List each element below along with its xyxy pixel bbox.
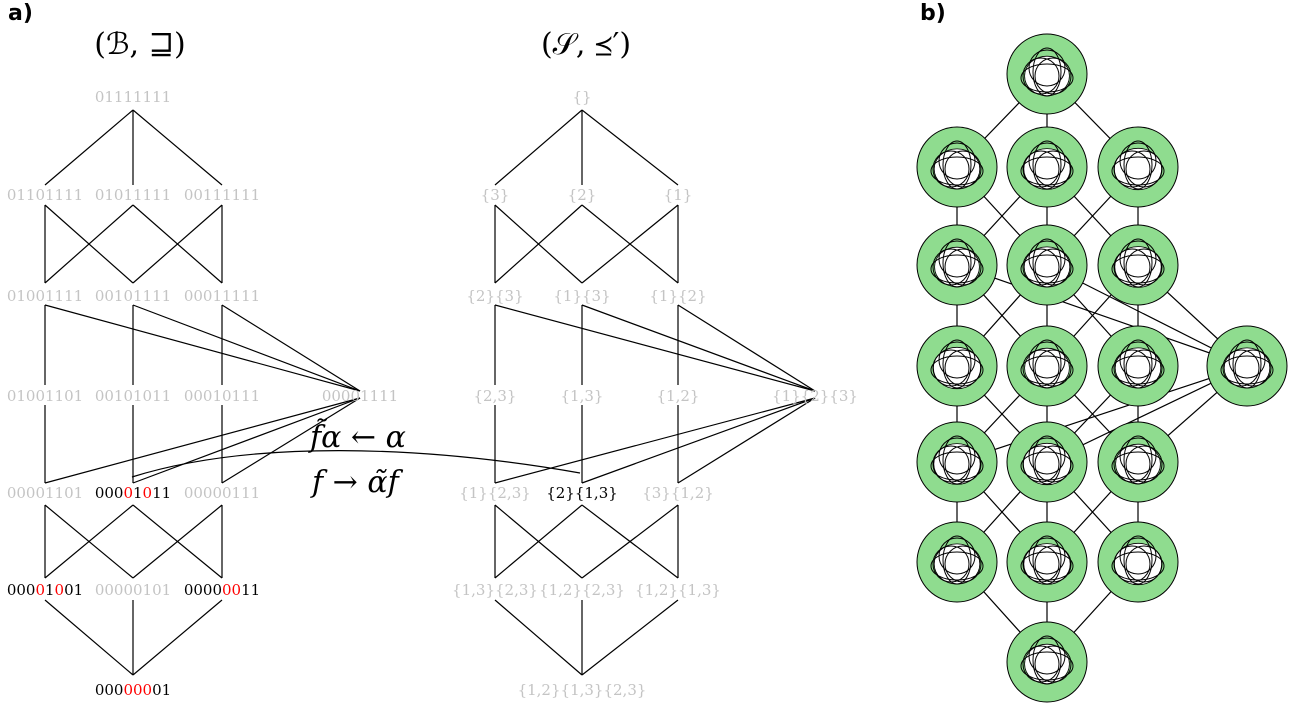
lattice-s-node: {1}{2}{3} bbox=[772, 387, 858, 405]
lattice-edge bbox=[581, 599, 679, 676]
lattice-edge bbox=[494, 304, 816, 392]
lattice-b-node: 01111111 bbox=[95, 88, 171, 106]
lattice-edge bbox=[581, 397, 816, 484]
lattice-edge bbox=[132, 397, 361, 484]
lattice-node-venn bbox=[1097, 421, 1179, 503]
lattice-edge bbox=[494, 397, 816, 484]
lattice-node-venn bbox=[1097, 224, 1179, 306]
lattice-s-node: {3} bbox=[481, 186, 510, 204]
lattice-b-node: 00001011 bbox=[95, 484, 171, 502]
panel-b-edge bbox=[956, 264, 1248, 367]
lattice-s-node: {2}{1,3} bbox=[546, 484, 618, 502]
mapping-forward-label: f̃α ← α bbox=[308, 418, 406, 455]
lattice-node-venn bbox=[1006, 521, 1088, 603]
lattice-edge bbox=[44, 599, 134, 676]
lattice-edge bbox=[494, 599, 583, 676]
lattice-edge bbox=[494, 204, 583, 284]
lattice-edge bbox=[581, 304, 816, 392]
lattice-s-node: {3}{1,2} bbox=[642, 484, 714, 502]
panel-b-edge bbox=[956, 365, 1248, 463]
lattice-node-venn bbox=[1006, 224, 1088, 306]
lattice-edge bbox=[132, 304, 361, 392]
lattice-b-title: (ℬ, ⊒) bbox=[94, 27, 185, 62]
lattice-edge bbox=[132, 109, 223, 186]
lattice-edge bbox=[44, 504, 134, 579]
panel-b-label: b) bbox=[920, 1, 946, 26]
lattice-node-venn bbox=[916, 421, 998, 503]
lattice-edge bbox=[44, 204, 134, 284]
mapping-curve bbox=[131, 450, 581, 478]
lattice-edge bbox=[132, 204, 223, 284]
lattice-node-venn bbox=[1006, 33, 1088, 115]
lattice-node-venn bbox=[1097, 126, 1179, 208]
lattice-b-node: 00001001 bbox=[7, 581, 83, 599]
lattice-edge bbox=[44, 397, 361, 484]
lattice-edge bbox=[581, 204, 679, 284]
lattice-b-nodes: 01111111 01101111 01011111 00111111 01001111… bbox=[7, 88, 398, 699]
lattice-b-node: 00001111 bbox=[322, 387, 398, 405]
lattice-node-venn bbox=[916, 224, 998, 306]
lattice-s-node: {2} bbox=[568, 186, 597, 204]
panel-a-label: a) bbox=[8, 1, 33, 26]
lattice-s-node: {1,2}{1,3} bbox=[635, 581, 721, 599]
lattice-edge bbox=[221, 304, 361, 392]
lattice-edge bbox=[132, 599, 223, 676]
lattice-s-node: {1} bbox=[664, 186, 693, 204]
lattice-s-title: (𝒮, ⪯′) bbox=[541, 27, 631, 62]
lattice-s-node: {2}{3} bbox=[466, 287, 523, 305]
lattice-node-venn bbox=[1097, 325, 1179, 407]
lattice-b-node: 00011111 bbox=[184, 287, 260, 305]
mapping-backward-label: f → α̃f bbox=[310, 465, 404, 500]
panel-b-nodes bbox=[916, 33, 1288, 703]
lattice-node-venn bbox=[1097, 521, 1179, 603]
lattice-edge bbox=[677, 397, 816, 484]
lattice-b-node: 00000101 bbox=[95, 581, 171, 599]
lattice-edge bbox=[44, 304, 361, 392]
lattice-node-venn bbox=[1006, 621, 1088, 703]
lattice-s-node: {1}{2,3} bbox=[459, 484, 531, 502]
lattice-b-node: 00010111 bbox=[184, 387, 260, 405]
lattice-b-node: 01001111 bbox=[7, 287, 83, 305]
lattice-b-node: 01001101 bbox=[7, 387, 83, 405]
lattice-b-node: 00101011 bbox=[95, 387, 171, 405]
lattice-edge bbox=[221, 397, 361, 484]
lattice-b-node: 00000011 bbox=[184, 581, 260, 599]
lattice-edge bbox=[132, 504, 223, 579]
lattice-s-node: {1,3}{2,3} bbox=[452, 581, 538, 599]
lattice-b-node: 01011111 bbox=[95, 186, 171, 204]
lattice-edge bbox=[44, 109, 134, 186]
lattice-s-node: {2,3} bbox=[474, 387, 517, 405]
lattice-b-node: 00111111 bbox=[184, 186, 260, 204]
lattice-s-nodes: {}{3}{2}{1}{2}{3}{1}{3}{1}{2}{2,3}{1,3}{… bbox=[452, 88, 858, 699]
lattice-b-node: 01101111 bbox=[7, 186, 83, 204]
lattice-node-venn bbox=[916, 325, 998, 407]
lattice-edges bbox=[44, 109, 816, 676]
lattice-s-node: {1}{3} bbox=[553, 287, 610, 305]
lattice-node-venn bbox=[916, 521, 998, 603]
lattice-b-node: 00000111 bbox=[184, 484, 260, 502]
lattice-s-node: {1}{2} bbox=[649, 287, 706, 305]
lattice-s-node: {1,2}{2,3} bbox=[539, 581, 625, 599]
lattice-edge bbox=[677, 304, 816, 392]
lattice-b-node: 00000001 bbox=[95, 681, 171, 699]
lattice-node-venn bbox=[916, 126, 998, 208]
lattice-s-node: {1,3} bbox=[561, 387, 604, 405]
lattice-s-node: {1,2}{1,3}{2,3} bbox=[518, 681, 647, 699]
lattice-edge bbox=[581, 504, 679, 579]
lattice-edge bbox=[581, 109, 679, 186]
lattice-edge bbox=[494, 109, 583, 186]
lattice-node-venn bbox=[1006, 325, 1088, 407]
lattice-node-venn bbox=[1006, 126, 1088, 208]
lattice-s-node: {} bbox=[572, 88, 591, 106]
lattice-b-node: 00101111 bbox=[95, 287, 171, 305]
lattice-edge bbox=[494, 504, 583, 579]
lattice-node-venn bbox=[1206, 325, 1288, 407]
lattice-node-venn bbox=[1006, 421, 1088, 503]
lattice-b-node: 00001101 bbox=[7, 484, 83, 502]
lattice-s-node: {1,2} bbox=[657, 387, 700, 405]
